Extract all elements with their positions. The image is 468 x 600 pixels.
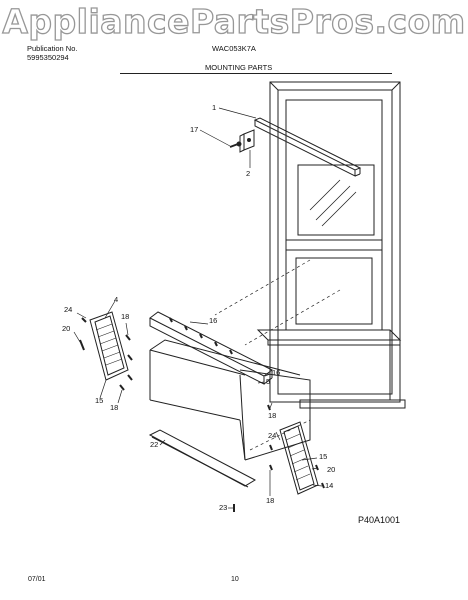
publication-label: Publication No.	[27, 44, 78, 53]
callout-22: 22	[150, 440, 159, 449]
callout-16-right: 16	[272, 368, 281, 377]
right-curtain	[279, 421, 319, 495]
callout-24-left: 24	[64, 305, 73, 314]
screw-17	[229, 141, 242, 148]
callout-15-left: 15	[95, 396, 104, 405]
callout-17: 17	[190, 125, 199, 134]
top-channel	[149, 311, 273, 385]
window-frame	[256, 81, 406, 409]
callout-18-top-left: 18	[121, 312, 130, 321]
bottom-rail	[148, 429, 257, 488]
section-rule	[120, 73, 392, 74]
callout-18-bottom-left: 18	[110, 403, 119, 412]
callout-18-right-bottom: 18	[266, 496, 275, 505]
left-screws	[79, 317, 133, 391]
cabinet-sleeve	[149, 339, 311, 461]
section-title: MOUNTING PARTS	[205, 63, 273, 72]
callout-15-right: 15	[319, 452, 328, 461]
callout-16-top: 16	[209, 316, 218, 325]
callout-24-right: 24	[268, 431, 277, 440]
callout-23: 23	[219, 503, 228, 512]
callout-18-right-top: 18	[268, 411, 277, 420]
callout-2: 2	[246, 169, 251, 178]
channel-screws	[169, 317, 233, 355]
callout-5: 5	[266, 377, 271, 386]
figure-code: P40A1001	[358, 515, 401, 525]
watermark-logo: AppliancePartsPros.com	[2, 1, 466, 41]
footer-page-number: 10	[231, 576, 239, 583]
callout-20-left: 20	[62, 324, 71, 333]
callout-20-right: 20	[327, 465, 336, 474]
projection-lines	[214, 259, 341, 451]
left-curtain	[89, 311, 129, 381]
leader-lines	[73, 107, 323, 509]
callout-14: 14	[325, 481, 334, 490]
bracket	[239, 129, 255, 153]
right-screws	[267, 404, 325, 489]
footer-date: 07/01	[28, 576, 46, 583]
model-number: WAC053K7A	[212, 44, 256, 53]
callout-1: 1	[212, 103, 217, 112]
publication-number: 5995350294	[27, 53, 69, 62]
callout-4: 4	[114, 295, 119, 304]
top-rail	[253, 117, 362, 177]
